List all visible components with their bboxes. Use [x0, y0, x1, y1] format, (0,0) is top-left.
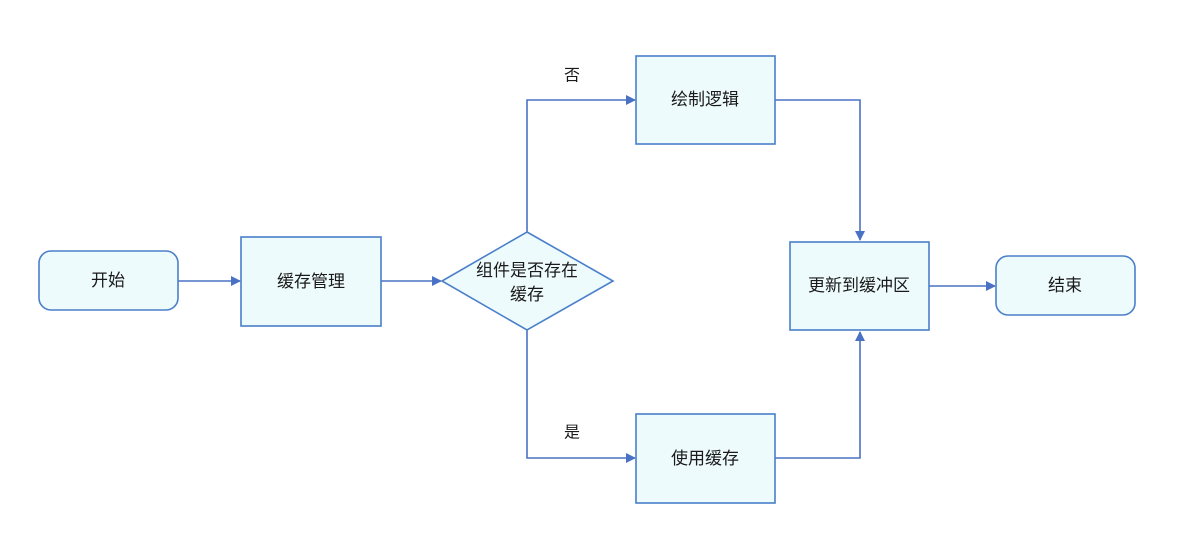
node-draw-logic: 绘制逻辑 — [635, 55, 776, 145]
edge-draw-logic-to-update-buffer — [775, 99, 865, 241]
node-update-buffer: 更新到缓冲区 — [789, 241, 930, 331]
node-start-label: 开始 — [91, 271, 125, 291]
node-use-cache: 使用缓存 — [635, 413, 776, 504]
edge-decision-no-to-draw-logic — [526, 95, 636, 232]
node-decision-label-line1: 组件是否存在 — [476, 261, 578, 281]
node-use-cache-label: 使用缓存 — [671, 448, 739, 469]
node-decision-label-line2: 缓存 — [510, 285, 544, 305]
edge-decision-yes-to-use-cache — [526, 330, 636, 463]
node-end: 结束 — [995, 255, 1136, 316]
node-update-buffer-label: 更新到缓冲区 — [808, 276, 910, 296]
node-draw-logic-label: 绘制逻辑 — [671, 90, 739, 110]
edges — [178, 95, 996, 463]
node-start: 开始 — [38, 250, 179, 311]
edge-label-no: 否 — [564, 66, 580, 85]
node-cache-mgmt-label: 缓存管理 — [277, 272, 345, 292]
edge-use-cache-to-update-buffer — [775, 331, 865, 459]
node-cache-mgmt: 缓存管理 — [240, 236, 382, 327]
edge-label-yes: 是 — [564, 423, 580, 442]
node-end-label: 结束 — [1048, 276, 1082, 296]
node-decision: 组件是否存在 缓存 — [440, 231, 615, 331]
